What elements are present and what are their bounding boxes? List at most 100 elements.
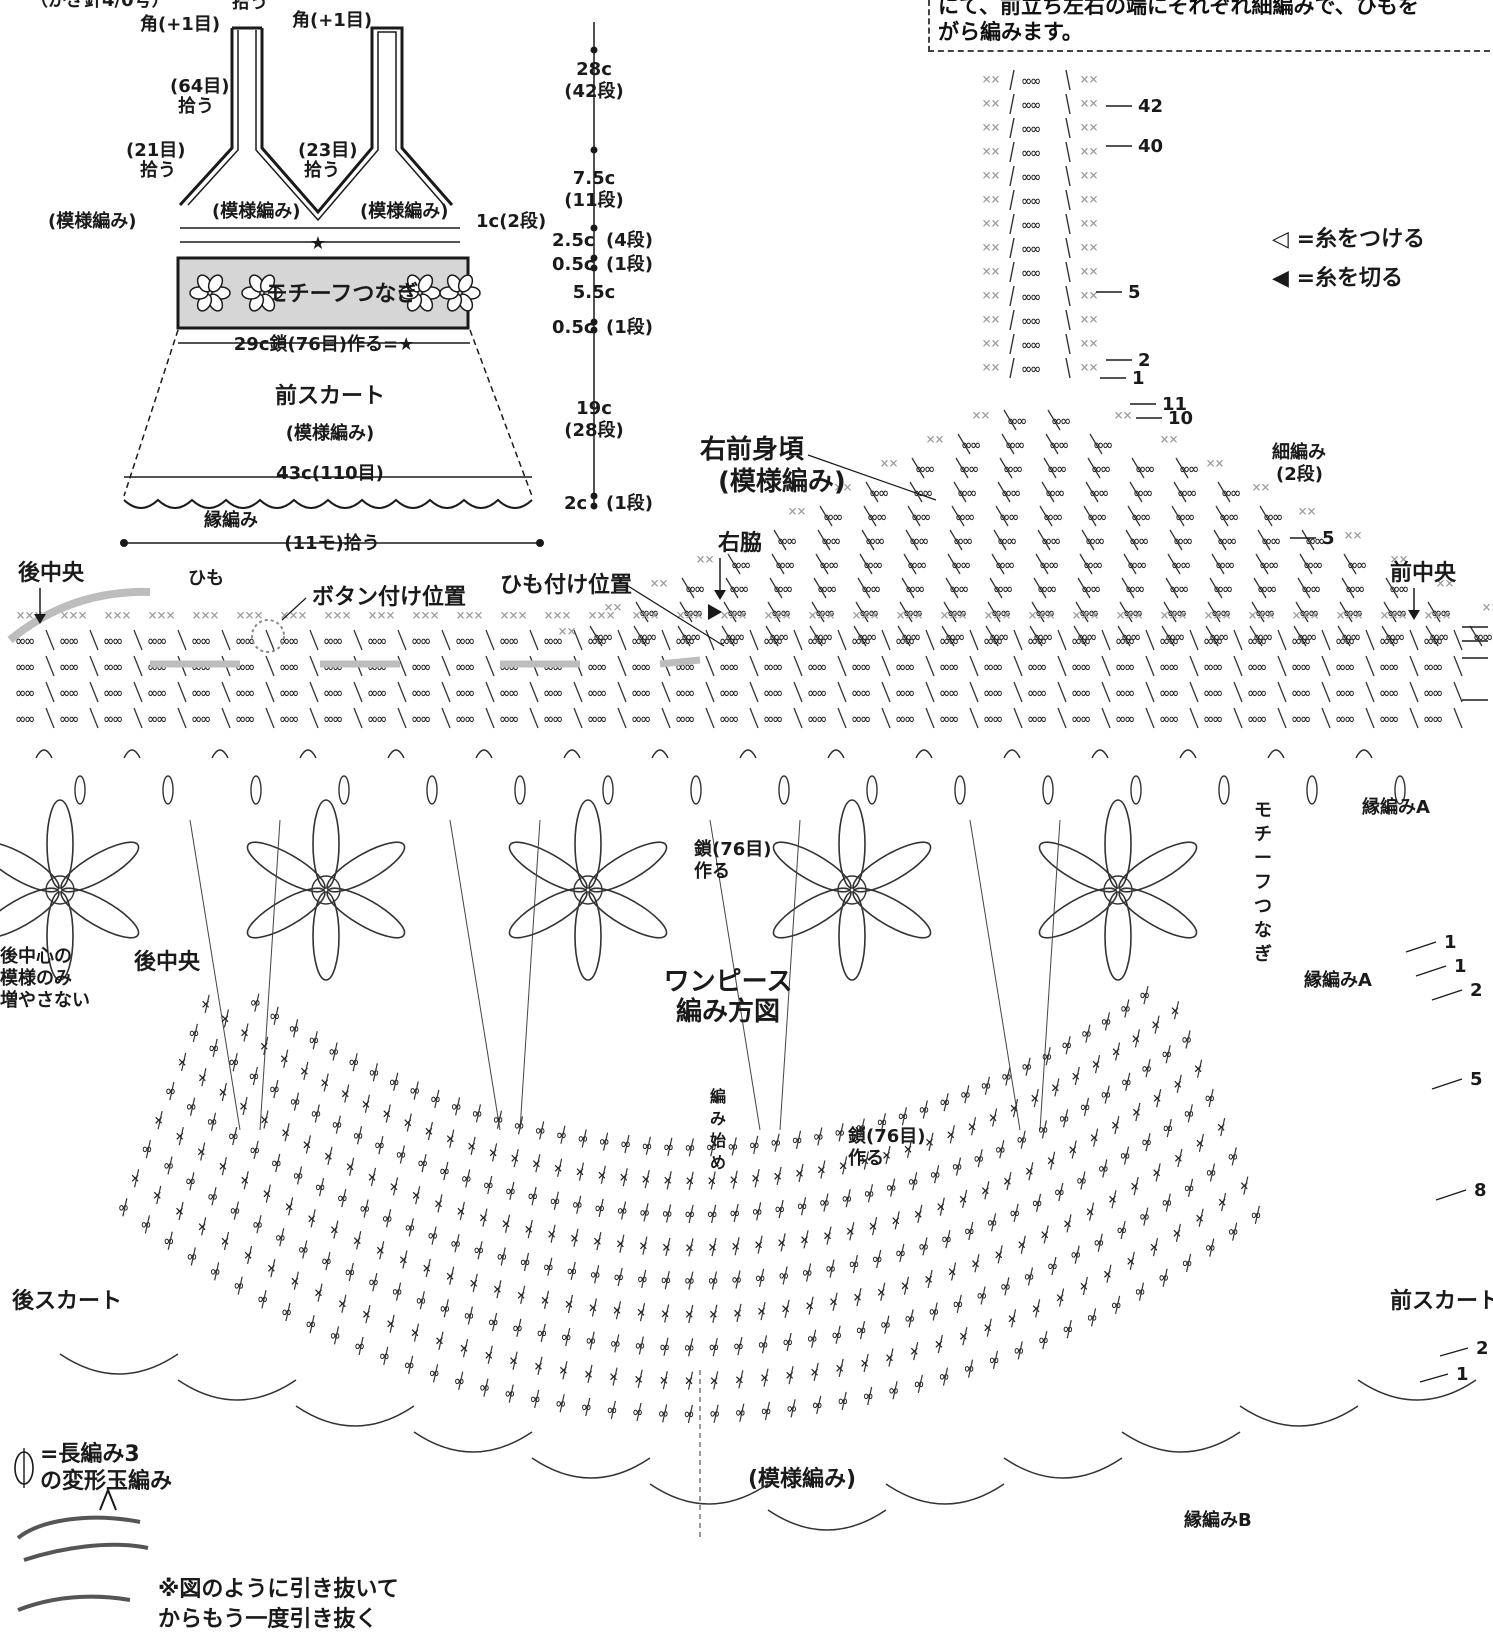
yoke-chain: ∞∞ bbox=[904, 604, 922, 622]
skirt-stitch: ∞ bbox=[1121, 999, 1130, 1017]
strap-chain: ∞∞ bbox=[1022, 72, 1040, 90]
skirt-stitch: × bbox=[777, 1233, 786, 1251]
band-stitch: ∞∞ bbox=[1380, 632, 1398, 650]
skirt-stitch: × bbox=[399, 1250, 408, 1268]
band-stitch: ∞∞ bbox=[632, 710, 650, 728]
edging-a-loop bbox=[915, 749, 933, 759]
skirt-dc bbox=[970, 1117, 977, 1136]
skirt-stitch: ∞ bbox=[1142, 1133, 1151, 1151]
skirt-stitch: × bbox=[983, 1319, 992, 1337]
band-stitch: ∞∞ bbox=[1380, 684, 1398, 702]
single-crochet-label: 細編み bbox=[1272, 441, 1326, 463]
skirt-stitch: × bbox=[946, 1125, 955, 1143]
skirt-stitch: ∞ bbox=[550, 1192, 559, 1210]
skirt-dc bbox=[1114, 1115, 1120, 1135]
yoke-chain: ∞∞ bbox=[770, 628, 788, 646]
skirt-dc bbox=[437, 1194, 443, 1213]
skirt-stitch: ∞ bbox=[1094, 1234, 1103, 1252]
skirt-dc bbox=[780, 1233, 786, 1252]
yoke-dc bbox=[989, 577, 1003, 599]
dimension-dot bbox=[590, 254, 598, 262]
skirt-stitch: × bbox=[661, 1304, 670, 1322]
skirt-dc bbox=[581, 1129, 587, 1148]
edging-a-bobble bbox=[866, 775, 878, 805]
skirt-stitch: ∞ bbox=[663, 1205, 672, 1223]
legend-attach: ◁ =糸をつける bbox=[1272, 227, 1425, 252]
skirt-dc bbox=[1097, 1233, 1103, 1252]
skirt-dc bbox=[256, 1215, 262, 1234]
skirt-dc bbox=[212, 1038, 218, 1057]
yoke-dc bbox=[1167, 553, 1181, 575]
yoke-edge-right: ×× bbox=[1206, 454, 1224, 472]
band-dc bbox=[177, 629, 187, 651]
band-stitch: ∞∞ bbox=[60, 658, 78, 676]
skirt-dc bbox=[1115, 1295, 1121, 1314]
skirt-stitch: × bbox=[1071, 1067, 1080, 1085]
skirt-stitch: × bbox=[685, 1372, 694, 1390]
skirt-dc bbox=[472, 1273, 478, 1293]
skirt-stitch: × bbox=[280, 1050, 289, 1068]
band-dc bbox=[265, 707, 275, 729]
skirt-stitch: × bbox=[382, 1104, 391, 1122]
band-stitch: ∞∞ bbox=[808, 684, 826, 702]
band-stitch: ∞∞ bbox=[1248, 658, 1266, 676]
back-center-only-3: 増やさない bbox=[0, 989, 90, 1011]
motif-connector bbox=[519, 819, 541, 1131]
skirt-dc bbox=[871, 1216, 878, 1236]
skirt-stitch: ∞ bbox=[1159, 1269, 1168, 1287]
skirt-dc bbox=[1138, 1282, 1145, 1301]
yoke-chain: ∞∞ bbox=[1006, 436, 1024, 454]
yoke-dc bbox=[1299, 553, 1313, 575]
skirt-stitch: × bbox=[936, 1198, 945, 1216]
strap-dc bbox=[1009, 117, 1015, 139]
skirt-dc bbox=[531, 1187, 537, 1206]
skirt-stitch: × bbox=[994, 1245, 1003, 1263]
band-stitch: ∞∞ bbox=[896, 684, 914, 702]
band-stitch: ××× bbox=[632, 606, 659, 624]
note-line-2: がら編みます。 bbox=[938, 20, 1083, 44]
band-dc bbox=[705, 655, 715, 677]
band-stitch: ∞∞ bbox=[852, 658, 870, 676]
yoke-edge-left: ×× bbox=[926, 430, 944, 448]
yoke-dc bbox=[897, 625, 911, 647]
skirt-dc bbox=[753, 1135, 759, 1154]
skirt-stitch: × bbox=[731, 1237, 740, 1255]
skirt-dc bbox=[1185, 1253, 1192, 1273]
skirt-stitch: ∞ bbox=[736, 1404, 745, 1422]
skirt-dc bbox=[122, 1198, 128, 1217]
yoke-dc bbox=[991, 553, 1005, 575]
band-stitch: ∞∞ bbox=[984, 684, 1002, 702]
edging-a-bobble bbox=[1394, 775, 1406, 805]
skirt-stitch: × bbox=[641, 1170, 650, 1188]
skirt-dc bbox=[1196, 1059, 1203, 1078]
skirt-stitch: × bbox=[1009, 1099, 1018, 1117]
skirt-dc bbox=[1154, 1015, 1160, 1034]
skirt-dc bbox=[784, 1299, 790, 1318]
yoke-chain: ∞∞ bbox=[1124, 604, 1142, 622]
yoke-chain: ∞∞ bbox=[1092, 460, 1110, 478]
skirt-stitch: × bbox=[564, 1295, 573, 1313]
yoke-chain: ∞∞ bbox=[1218, 532, 1236, 550]
yoke-dc bbox=[1249, 625, 1263, 647]
skirt-dc bbox=[303, 1061, 309, 1081]
skirt-dc bbox=[687, 1371, 694, 1390]
band-stitch: ∞∞ bbox=[1292, 658, 1310, 676]
skirt-dc bbox=[927, 1269, 933, 1289]
yoke-chain: ∞∞ bbox=[772, 604, 790, 622]
skirt-stitch: × bbox=[290, 1272, 299, 1290]
yoke-dc bbox=[1079, 553, 1093, 575]
edging-a-loop bbox=[1179, 749, 1197, 759]
row-number: 1 bbox=[1454, 956, 1467, 977]
motif-connector bbox=[1039, 819, 1061, 1131]
yoke-dc bbox=[1117, 625, 1131, 647]
yoke-edge-left: ×× bbox=[604, 598, 622, 616]
skirt-stitch: ∞ bbox=[531, 1390, 540, 1408]
skirt-dc bbox=[462, 1339, 469, 1358]
skirt-stitch: ∞ bbox=[1163, 1119, 1172, 1137]
dim-7-5c: 7.5c bbox=[573, 168, 616, 189]
band-stitch: ∞∞ bbox=[1072, 632, 1090, 650]
pick21-label: (21目) bbox=[126, 140, 186, 161]
band-stitch: ××× bbox=[896, 606, 923, 624]
skirt-stitch: × bbox=[914, 1205, 923, 1223]
skirt-stitch: ∞ bbox=[952, 1158, 961, 1176]
